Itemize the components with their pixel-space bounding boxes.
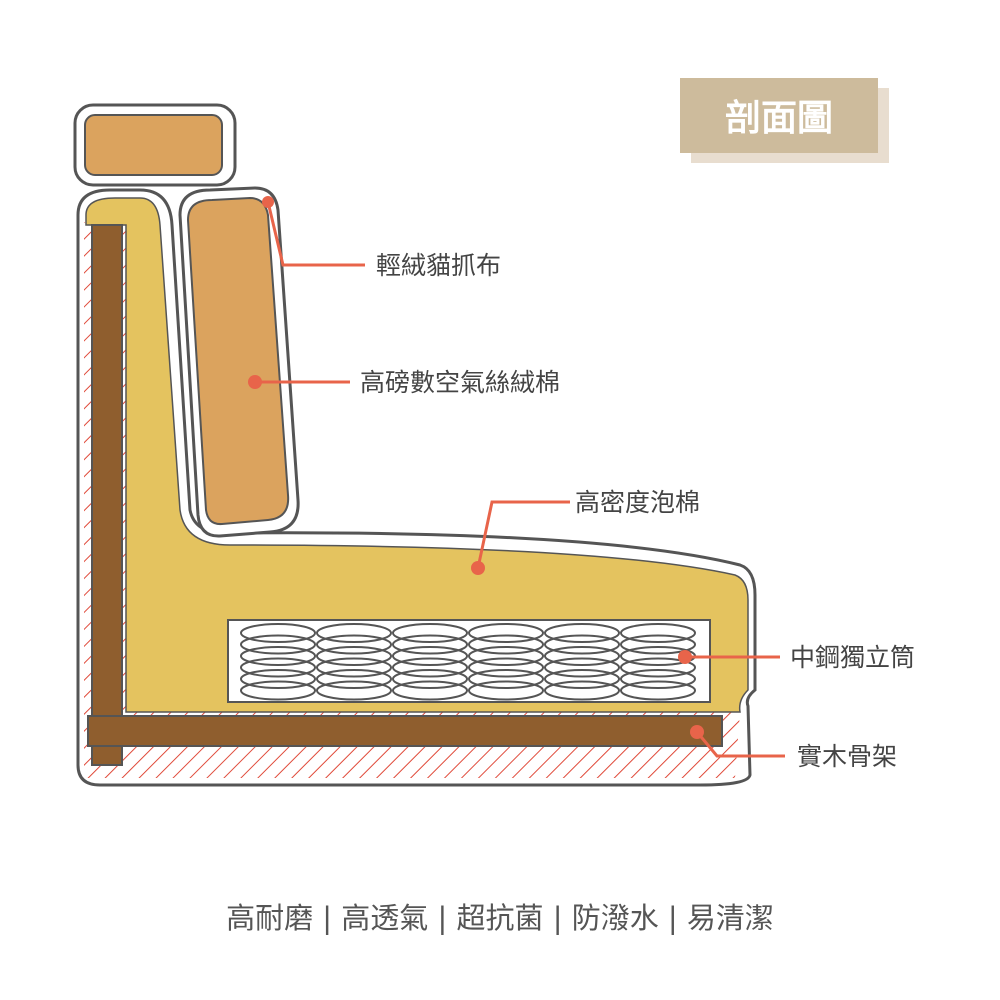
spring-coil [392,634,468,655]
high-density-foam [85,197,749,713]
spring-coil [392,669,468,689]
spring-coil [620,680,696,701]
spring-coil [620,657,696,678]
pocket-spring-unit [227,619,711,703]
spring-coil [544,634,620,655]
callout-label: 高密度泡棉 [575,488,700,517]
spring-coil [392,646,468,666]
spring-coil [468,680,544,701]
spring-coil [468,657,544,678]
spring-coil [620,669,696,689]
spring-coil [468,646,544,666]
spring-coil [316,634,392,655]
spring-coil [240,634,316,655]
callout-label: 高磅數空氣絲絨棉 [360,368,560,397]
spring-coil [544,657,620,678]
spring-coil [240,669,316,689]
spring-coil [544,646,620,666]
spring-coil [544,680,620,701]
callout-foam: 高密度泡棉 [471,488,700,575]
spring-coil [620,623,696,643]
spring-coil [392,657,468,678]
spring-coil [316,646,392,666]
spring-coil [316,623,392,643]
spring-coil [316,657,392,678]
spring-coil [544,623,620,643]
callout-cotton: 高磅數空氣絲絨棉 [248,368,560,397]
callout-wood: 實木骨架 [690,725,897,771]
headrest [73,103,237,187]
title-text: 剖面圖 [725,98,833,139]
spring-coil [240,657,316,678]
spring-coil [392,623,468,643]
title-badge: 剖面圖 [680,78,889,163]
feature-list: 高耐磨 | 高透氣 | 超抗菌 | 防潑水 | 易清潔 [226,901,774,935]
spring-coil [544,669,620,689]
spring-coil [620,634,696,655]
solid-wood-frame [87,224,723,766]
spring-coil [468,669,544,689]
spring-coil [468,623,544,643]
spring-coil [240,680,316,701]
spring-coil [316,669,392,689]
callout-label: 中鋼獨立筒 [790,643,915,672]
spring-coil [316,680,392,701]
callout-springs: 中鋼獨立筒 [678,643,915,672]
backrest-cushion [178,186,300,538]
callout-label: 輕絨貓抓布 [376,251,501,280]
spring-coil [240,646,316,666]
spring-coil [468,634,544,655]
spring-coil [240,623,316,643]
callout-fabric: 輕絨貓抓布 [262,196,501,280]
callout-label: 實木骨架 [797,742,897,771]
spring-coil [392,680,468,701]
